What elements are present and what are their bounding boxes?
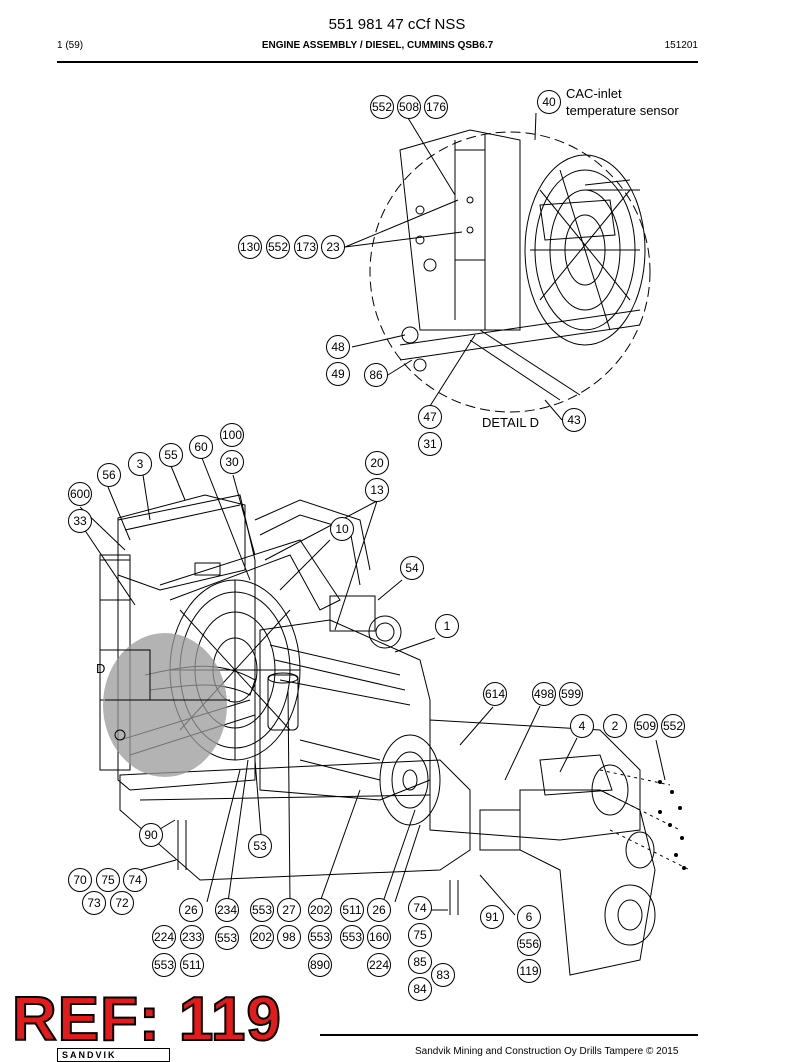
callout: 83 xyxy=(431,963,455,987)
callout: 599 xyxy=(559,682,583,706)
callout: 553 xyxy=(152,953,176,977)
page-count: 1 (59) xyxy=(57,40,84,51)
callout: 90 xyxy=(139,823,163,847)
callout: 224 xyxy=(367,953,391,977)
detail-caption: DETAIL D xyxy=(482,415,540,430)
callout: 56 xyxy=(97,463,121,487)
callout: 6 xyxy=(517,905,541,929)
callout: 552 xyxy=(266,235,290,259)
callout: 85 xyxy=(408,950,432,974)
callout: 74 xyxy=(408,896,432,920)
callout: 72 xyxy=(110,891,134,915)
callout: 40 xyxy=(537,90,561,114)
header-divider xyxy=(57,61,698,63)
callout: 33 xyxy=(68,509,92,533)
callout: 100 xyxy=(220,423,244,447)
callout: 84 xyxy=(408,977,432,1001)
callout: 74 xyxy=(123,868,147,892)
header-row: 1 (59) ENGINE ASSEMBLY / DIESEL, CUMMINS… xyxy=(57,40,698,56)
callout: 553 xyxy=(250,898,274,922)
callout: 234 xyxy=(215,898,239,922)
sensor-label-line2: temperature sensor xyxy=(566,103,679,118)
callout: 43 xyxy=(562,408,586,432)
callout: 30 xyxy=(220,450,244,474)
callout: 176 xyxy=(424,95,448,119)
callout: 53 xyxy=(248,834,272,858)
callout: 55 xyxy=(159,443,183,467)
sensor-label-line1: CAC-inlet xyxy=(566,86,622,101)
callout: 31 xyxy=(418,432,442,456)
copyright-text: Sandvik Mining and Construction Oy Drill… xyxy=(415,1046,679,1057)
callout: 54 xyxy=(400,556,424,580)
callout: 119 xyxy=(517,959,541,983)
callout: 202 xyxy=(250,925,274,949)
callout: 47 xyxy=(418,405,442,429)
callout: 75 xyxy=(408,923,432,947)
section-title: ENGINE ASSEMBLY / DIESEL, CUMMINS QSB6.7 xyxy=(261,40,494,51)
callout: 233 xyxy=(180,925,204,949)
callout: 224 xyxy=(152,925,176,949)
callout: 26 xyxy=(367,898,391,922)
callout: 130 xyxy=(238,235,262,259)
callout: 160 xyxy=(367,925,391,949)
callout: 600 xyxy=(68,482,92,506)
callout: 202 xyxy=(308,898,332,922)
callout: 509 xyxy=(634,714,658,738)
callout: 75 xyxy=(96,868,120,892)
callout: 552 xyxy=(370,95,394,119)
callout: 498 xyxy=(532,682,556,706)
callout: 614 xyxy=(483,682,507,706)
callout: 49 xyxy=(326,362,350,386)
callout: 23 xyxy=(321,235,345,259)
callout: 60 xyxy=(189,435,213,459)
callout: 26 xyxy=(179,898,203,922)
callout: 890 xyxy=(308,953,332,977)
callout: 511 xyxy=(340,898,364,922)
callout: 4 xyxy=(570,714,594,738)
callout: 556 xyxy=(517,932,541,956)
callout: 3 xyxy=(128,452,152,476)
callout: 552 xyxy=(661,714,685,738)
callout: 27 xyxy=(277,898,301,922)
detail-d-zone xyxy=(103,633,227,777)
callout: 1 xyxy=(435,614,459,638)
callout: 73 xyxy=(82,891,106,915)
callout: 511 xyxy=(180,953,204,977)
detail-d-boundary xyxy=(369,131,651,413)
callout: 10 xyxy=(330,517,354,541)
document-number: 551 981 47 cCf NSS xyxy=(328,16,466,33)
revision-date: 151201 xyxy=(664,40,698,51)
callout: 553 xyxy=(215,926,239,950)
callout: 2 xyxy=(603,714,627,738)
callout: 86 xyxy=(364,363,388,387)
callout: 13 xyxy=(365,478,389,502)
callout: 70 xyxy=(68,868,92,892)
callout: 48 xyxy=(326,335,350,359)
detail-marker: D xyxy=(96,661,106,676)
callout: 553 xyxy=(308,925,332,949)
callout: 173 xyxy=(294,235,318,259)
footer-divider xyxy=(320,1034,698,1036)
callout: 20 xyxy=(365,451,389,475)
sandvik-logo: SANDVIK xyxy=(57,1048,170,1062)
callout: 98 xyxy=(277,925,301,949)
reference-stamp: REF: 119 xyxy=(11,984,282,1055)
callout: 553 xyxy=(340,925,364,949)
callout: 91 xyxy=(480,905,504,929)
callout: 508 xyxy=(397,95,421,119)
